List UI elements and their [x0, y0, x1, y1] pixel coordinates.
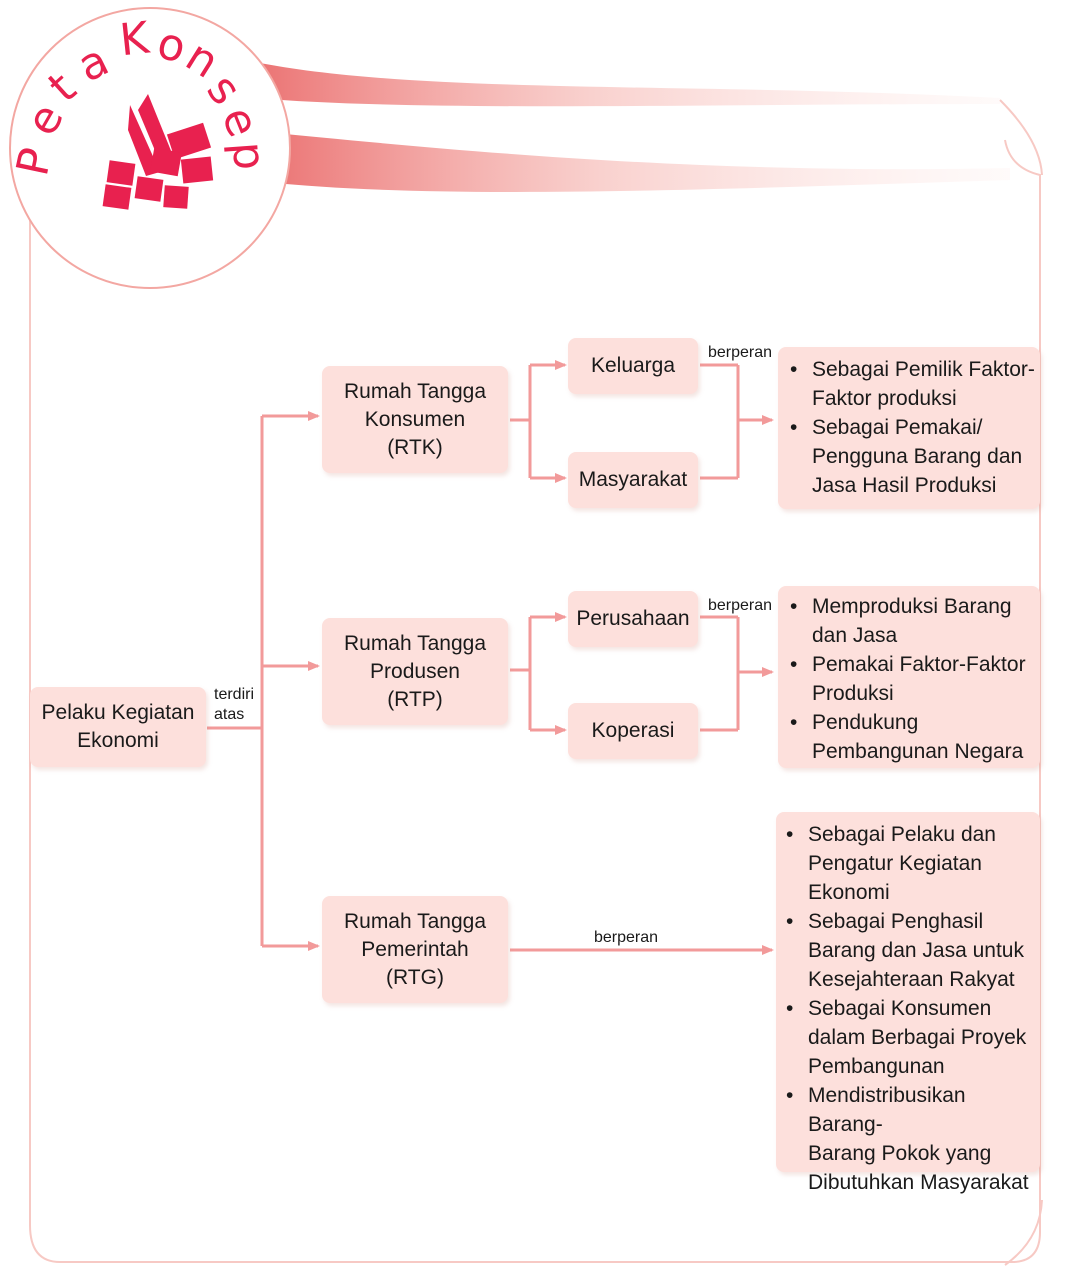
role-text: Mendistribusikan Barang- Barang Pokok ya… — [808, 1084, 1029, 1194]
roles-rtp: Memproduksi Barang dan Jasa Pemakai Fakt… — [778, 586, 1040, 768]
connector-label-berperan-rtk: berperan — [708, 344, 773, 361]
header-badge — [9, 7, 291, 289]
role-text: Pendukung Pembangunan Negara — [812, 711, 1024, 763]
node-label: Pelaku Kegiatan Ekonomi — [41, 701, 195, 752]
frame-corner-top-right — [999, 99, 1043, 176]
connector-label-berperan-rtp: berperan — [708, 597, 773, 614]
connector-label-terdiri-atas: terdiri atas — [214, 686, 255, 723]
node-rtk: Rumah Tangga Konsumen (RTK) — [322, 366, 508, 473]
node-label: Rumah Tangga Konsumen (RTK) — [343, 379, 487, 459]
connector-label-berperan-rtg: berperan — [594, 929, 659, 946]
role-item: Pendukung Pembangunan Negara — [788, 708, 1040, 766]
logo-mark — [102, 94, 214, 210]
role-item: Sebagai Pemakai/ Pengguna Barang dan Jas… — [788, 413, 1040, 500]
ribbon-top — [255, 62, 1000, 107]
title-letter: p — [222, 140, 275, 172]
role-item: Sebagai Pelaku dan Pengatur Kegiatan Eko… — [784, 820, 1040, 907]
node-label: Koperasi — [591, 719, 675, 742]
node-label: Perusahaan — [576, 607, 690, 630]
role-item: Memproduksi Barang dan Jasa — [788, 592, 1040, 650]
roles-rtk: Sebagai Pemilik Faktor- Faktor produksi … — [778, 347, 1040, 509]
role-text: Pemakai Faktor-Faktor Produksi — [812, 653, 1026, 705]
node-masyarakat: Masyarakat — [568, 452, 698, 508]
roles-list: Sebagai Pemilik Faktor- Faktor produksi … — [788, 355, 1040, 500]
node-rtg: Rumah Tangga Pemerintah (RTG) — [322, 896, 508, 1003]
roles-rtg: Sebagai Pelaku dan Pengatur Kegiatan Eko… — [776, 812, 1040, 1194]
frame-corner-bottom-right — [1004, 1199, 1043, 1266]
node-label: Rumah Tangga Produsen (RTP) — [343, 631, 487, 711]
role-item: Sebagai Pemilik Faktor- Faktor produksi — [788, 355, 1040, 413]
node-label: Masyarakat — [578, 468, 688, 491]
title-letter: K — [117, 12, 152, 67]
connectors — [207, 360, 774, 955]
role-text: Sebagai Konsumen dalam Berbagai Proyek P… — [808, 997, 1027, 1078]
role-text: Sebagai Pemakai/ Pengguna Barang dan Jas… — [812, 416, 1023, 497]
role-item: Pemakai Faktor-Faktor Produksi — [788, 650, 1040, 708]
role-text: Sebagai Pelaku dan Pengatur Kegiatan Eko… — [808, 823, 996, 904]
node-keluarga: Keluarga — [568, 338, 698, 394]
root-node-pelaku-kegiatan-ekonomi: Pelaku Kegiatan Ekonomi — [30, 687, 206, 767]
ribbon-bottom — [265, 132, 1010, 192]
role-item: Sebagai Penghasil Barang dan Jasa untuk … — [784, 907, 1040, 994]
role-text: Sebagai Pemilik Faktor- Faktor produksi — [812, 358, 1035, 410]
role-item: Mendistribusikan Barang- Barang Pokok ya… — [784, 1081, 1040, 1197]
page-frame — [29, 139, 1041, 1263]
roles-list: Memproduksi Barang dan Jasa Pemakai Fakt… — [788, 592, 1040, 766]
role-text: Memproduksi Barang dan Jasa — [812, 595, 1012, 647]
role-item: Sebagai Konsumen dalam Berbagai Proyek P… — [784, 994, 1040, 1081]
role-text: Sebagai Penghasil Barang dan Jasa untuk … — [808, 910, 1024, 991]
node-koperasi: Koperasi — [568, 703, 698, 759]
node-label: Keluarga — [590, 354, 676, 377]
roles-list: Sebagai Pelaku dan Pengatur Kegiatan Eko… — [784, 820, 1040, 1197]
node-rtp: Rumah Tangga Produsen (RTP) — [322, 618, 508, 725]
node-perusahaan: Perusahaan — [568, 591, 698, 647]
node-label: Rumah Tangga Pemerintah (RTG) — [343, 909, 487, 989]
